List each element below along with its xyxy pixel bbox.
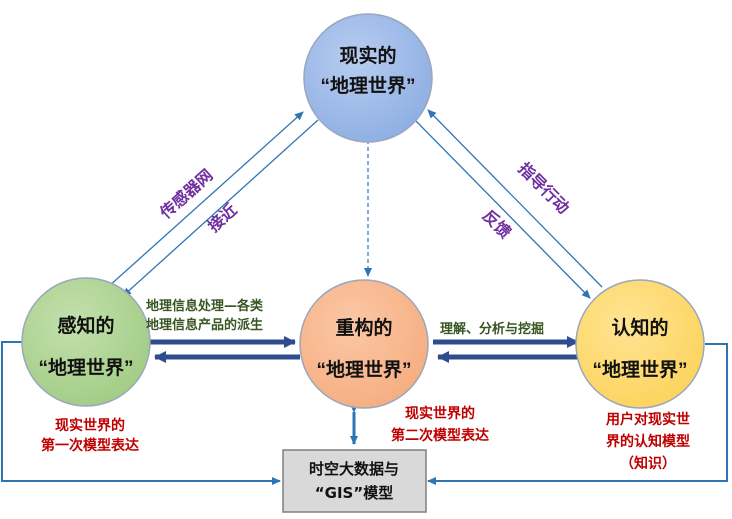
node-cognized-world-line1: 认知的 [611,316,668,339]
node-perceived-world-line1: 感知的 [57,314,114,337]
edge-label-geo-processing-line2: 地理信息产品的派生 [146,317,263,333]
arrow-real-to-cognize [414,119,591,299]
node-perceived-world-line2: “地理世界” [38,356,133,379]
note-user-model-line2: 界的认知模型 [606,433,690,450]
note-first-model-line1: 现实世界的 [55,417,125,434]
edge-label-sensor-network: 传感器网 [155,165,216,223]
edge-label-feedback: 反馈 [479,206,515,242]
node-cognized-world-line2: “地理世界” [592,358,687,381]
box-spatiotemporal-gis: 时空大数据与 “GIS”模型 [282,449,427,513]
note-second-model-line1: 现实世界的 [405,405,475,422]
node-real-world-line2: “地理世界” [320,74,415,97]
edge-label-approach: 接近 [204,200,241,236]
node-reconstructed-world: 重构的 “地理世界” [299,279,429,409]
arrow-cognize-to-real [427,109,603,288]
note-user-model-line1: 用户对现实世 [606,411,690,428]
loop-cognize-to-box [427,343,728,485]
box-line2: “GIS”模型 [315,484,393,502]
arrow-perceive-to-real [107,111,304,288]
edge-label-geo-processing-line1: 地理信息处理—各类 [146,298,264,314]
node-reconstructed-world-line1: 重构的 [335,316,392,339]
note-first-model-line2: 第一次模型表达 [41,437,139,454]
node-real-world: 现实的 “地理世界” [303,13,433,143]
note-user-model-line3: （知识） [620,455,676,472]
node-perceived-world: 感知的 “地理世界” [21,277,151,407]
arrow-real-to-perceive [122,119,319,297]
edge-label-understand-analyze: 理解、分析与挖掘 [440,321,544,337]
loop-perceive-to-box [1,341,281,485]
arrows-perceive-reconstruct [150,336,300,363]
node-cognized-world: 认知的 “地理世界” [575,279,705,409]
arrows-reconstruct-cognize [433,336,579,363]
node-real-world-line1: 现实的 [339,44,396,67]
node-reconstructed-world-line2: “地理世界” [316,358,411,381]
note-second-model-line2: 第二次模型表达 [391,427,489,444]
edge-label-guide-action: 指导行动 [515,159,574,218]
box-line1: 时空大数据与 [309,460,399,478]
